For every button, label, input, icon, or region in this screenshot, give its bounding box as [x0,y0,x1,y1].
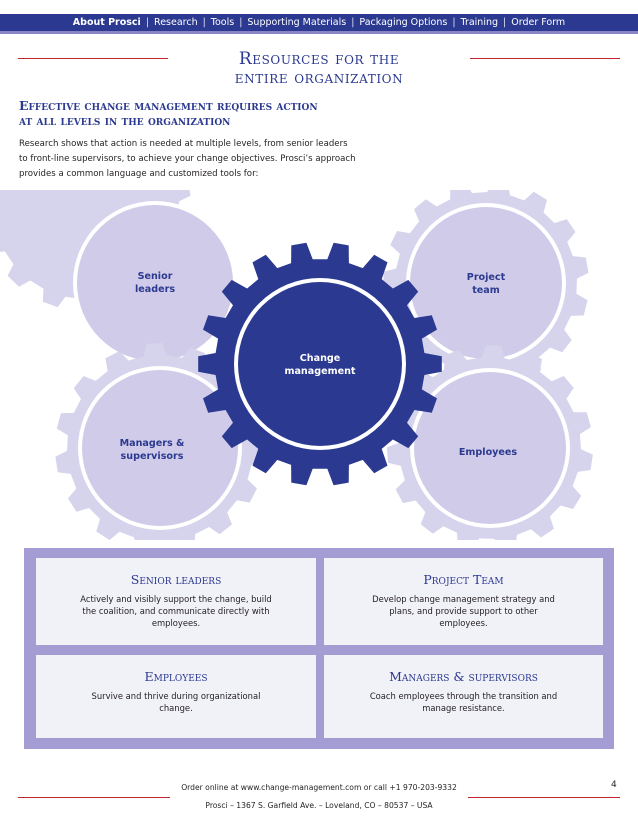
gear-label: leaders [135,284,175,295]
gear-body [410,207,562,359]
gear-managers-supervisors: Managers & supervisors [55,343,265,540]
card-text: Develop change management strategy and p… [372,594,555,628]
card-title: Employees [144,669,208,684]
gear-project-team: Project team [383,190,589,386]
card-employees: Employees Survive and thrive during orga… [36,655,316,738]
card-text: Survive and thrive during organizational… [91,691,261,713]
card-title: Managers & supervisors [389,669,538,684]
gear-label: Change [300,353,341,364]
nav-separator: | [202,17,206,28]
gear-employees: Employees [387,345,593,540]
nav-separator: | [145,17,150,28]
nav-tools[interactable]: Tools [210,17,235,28]
card-text: Coach employees through the transition a… [369,691,558,713]
card-title: Senior leaders [130,572,222,587]
nav-supporting-materials[interactable]: Supporting Materials [247,17,347,28]
intro-line: provides a common language and customize… [19,169,259,179]
gear-body [77,205,233,361]
card-project-team: Project Team Develop change management s… [324,558,603,645]
gear-label: Managers & [120,438,185,449]
footer-address-line: Prosci – 1367 S. Garfield Ave. – Lovelan… [205,801,433,810]
gear-label: supervisors [121,451,184,462]
roles-card-grid: Senior leaders Actively and visibly supp… [24,548,614,749]
footer-order-line: Order online at www.change-management.co… [181,783,457,792]
gear-body [82,370,238,526]
section-heading: Effective change management requires act… [19,98,379,128]
nav-separator: | [503,17,507,28]
gear-change-management: Change management [198,242,442,486]
footer-rule-right [468,797,620,798]
page-number: 4 [611,780,617,790]
page-title-line: entire organization [234,68,404,88]
page-title-line: Resources for the [238,49,400,69]
intro-line: to front-line supervisors, to achieve yo… [19,154,356,164]
card-managers-supervisors: Managers & supervisors Coach employees t… [324,655,603,738]
gear-senior-leaders: Senior leaders [0,190,237,365]
top-navigation: About Prosci | Research | Tools | Suppor… [0,14,638,34]
gear-body [414,372,566,524]
nav-order-form[interactable]: Order Form [511,17,566,28]
nav-separator: | [351,17,355,28]
card-title: Project Team [423,572,504,587]
title-rule-left [18,58,168,59]
gear-label: Project [467,272,506,283]
footer-rule-left [18,797,170,798]
gear-label: Employees [459,447,518,458]
card-text: Actively and visibly support the change,… [80,594,272,628]
intro-line: Research shows that action is needed at … [19,139,348,149]
nav-about-prosci[interactable]: About Prosci [72,17,141,28]
gear-label: team [472,285,500,296]
nav-research[interactable]: Research [154,17,198,28]
gear-diagram: Senior leaders Project team Managers & s… [0,190,593,540]
gear-label: Senior [138,271,173,282]
nav-separator: | [239,17,243,28]
page-title: Resources for the entire organization [180,50,458,88]
gear-label: management [284,366,355,377]
section-heading-line: at all levels in the organization [19,113,231,128]
gear-body [238,282,402,446]
intro-paragraph: Research shows that action is needed at … [19,137,364,182]
nav-training[interactable]: Training [460,17,499,28]
card-senior-leaders: Senior leaders Actively and visibly supp… [36,558,316,645]
nav-separator: | [452,17,456,28]
nav-packaging-options[interactable]: Packaging Options [359,17,448,28]
title-rule-right [470,58,620,59]
section-heading-line: Effective change management requires act… [19,98,318,113]
